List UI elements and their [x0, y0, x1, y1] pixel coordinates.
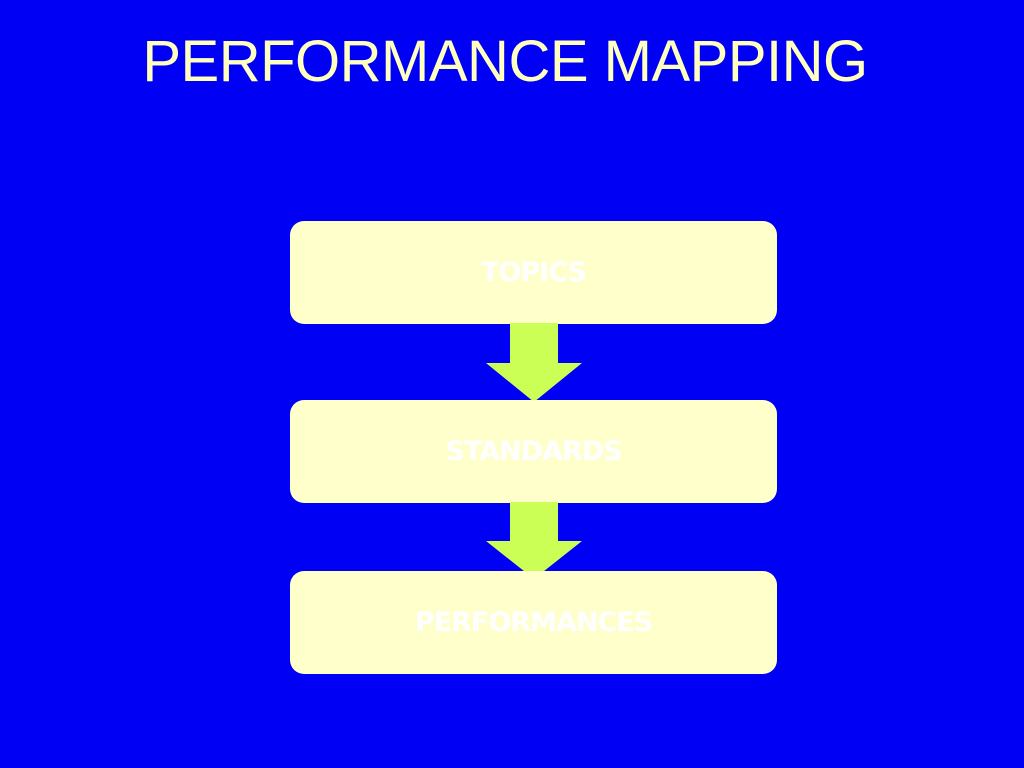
down-arrow-icon: [486, 502, 582, 579]
flow-box-label: PERFORMANCES: [414, 607, 653, 638]
flow-box-standards: STANDARDS: [290, 400, 777, 503]
flow-box-performances: PERFORMANCES: [290, 571, 777, 674]
slide-title: PERFORMANCE MAPPING: [142, 29, 868, 94]
down-arrow-icon: [486, 323, 582, 402]
flow-box-topics: TOPICS: [290, 221, 777, 324]
flow-box-label: STANDARDS: [445, 436, 622, 467]
flow-box-label: TOPICS: [481, 257, 587, 288]
